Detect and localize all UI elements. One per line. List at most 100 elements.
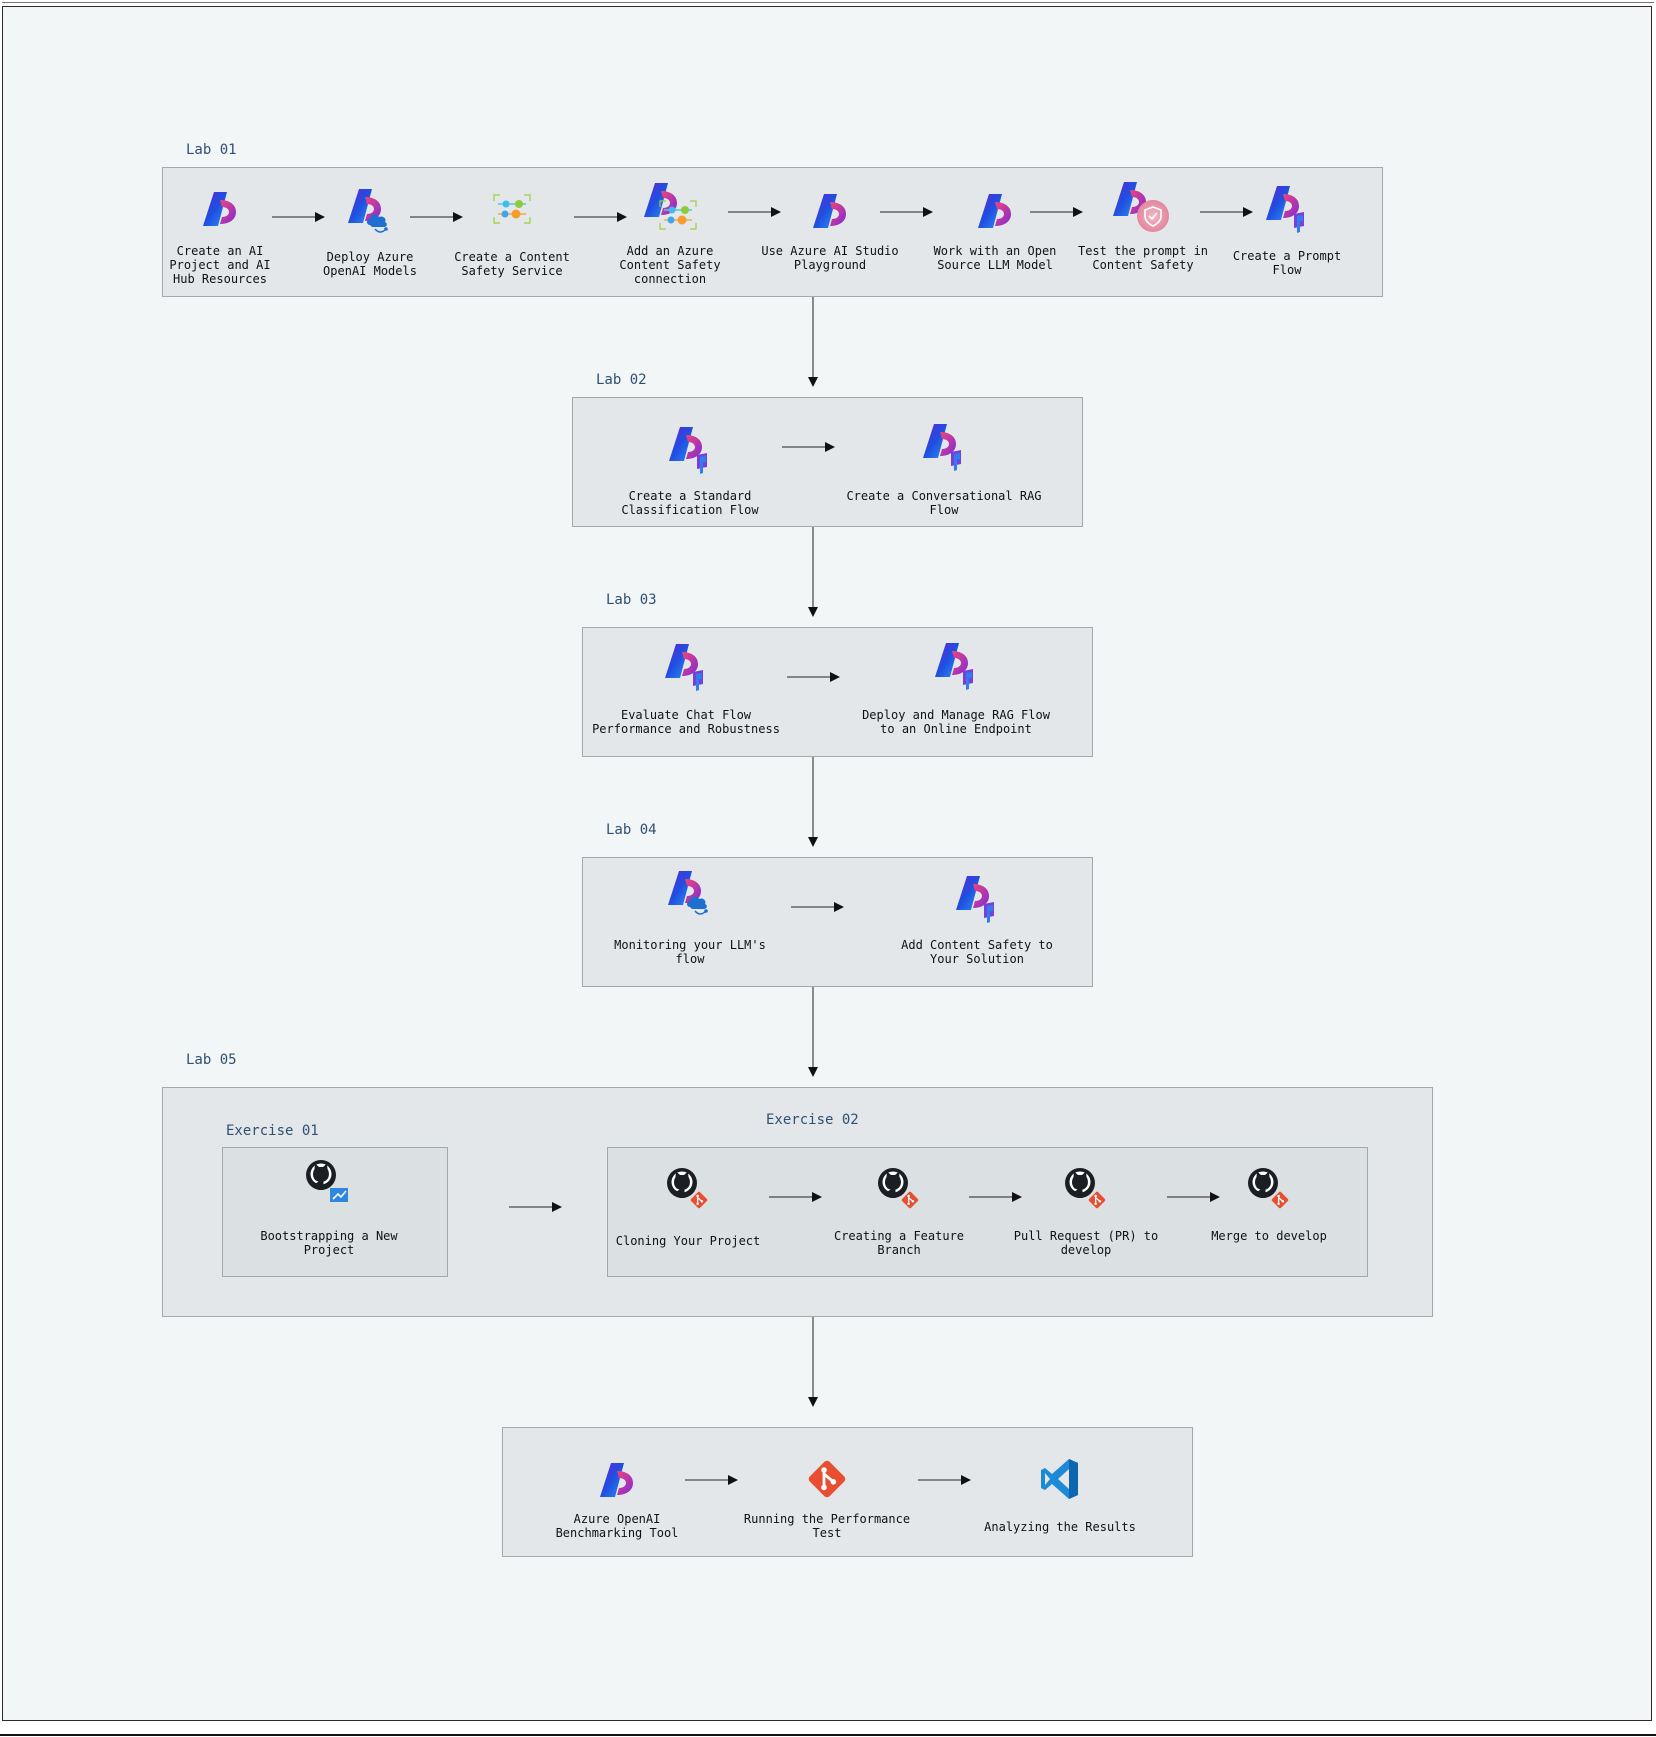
node-label-line: Flow bbox=[929, 503, 959, 517]
exercise02-node-label: Merge to develop bbox=[1211, 1229, 1327, 1243]
node-label-line: Create a Prompt bbox=[1232, 249, 1342, 263]
node-label-line: Deploy and Manage RAG Flow bbox=[862, 708, 1050, 722]
node-label-line: Analyzing the Results bbox=[984, 1520, 1136, 1534]
prompt-flow-icon bbox=[667, 427, 713, 483]
node-label-line: Performance and Robustness bbox=[592, 722, 780, 736]
vscode-icon bbox=[1039, 1457, 1081, 1505]
node-label-line: flow bbox=[675, 952, 705, 966]
node-label-line: Monitoring your LLM's bbox=[614, 938, 766, 952]
node-label-line: Running the Performance bbox=[743, 1512, 911, 1526]
exercise02-container bbox=[607, 1147, 1368, 1277]
exercise01-label: Exercise 01 bbox=[226, 1123, 319, 1139]
ai-studio-cloud-icon bbox=[346, 189, 394, 241]
node-label-line: Your Solution bbox=[930, 952, 1024, 966]
ai-studio-cloud-icon bbox=[666, 871, 714, 923]
node-label-line: Azure OpenAI bbox=[573, 1512, 661, 1526]
node-label-line: Merge to develop bbox=[1211, 1229, 1327, 1243]
node-label-line: Bootstrapping a New bbox=[260, 1229, 398, 1243]
node-label-line: Work with an Open bbox=[933, 244, 1057, 258]
lab01-label: Lab 01 bbox=[186, 142, 237, 158]
node-label-line: Create a Content bbox=[454, 250, 570, 264]
node-label-line: to an Online Endpoint bbox=[880, 722, 1032, 736]
node-label-line: Test bbox=[812, 1526, 842, 1540]
final-node-label: Analyzing the Results bbox=[984, 1520, 1136, 1534]
github-git-icon bbox=[876, 1166, 922, 1214]
node-label-line: Add Content Safety to bbox=[901, 938, 1053, 952]
node-label-line: Add an Azure bbox=[626, 244, 714, 258]
node-label-line: Classification Flow bbox=[621, 503, 759, 517]
node-label-line: Evaluate Chat Flow bbox=[620, 708, 752, 722]
prompt-flow-icon bbox=[1264, 186, 1310, 242]
ai-studio-shield-icon bbox=[1111, 182, 1175, 240]
prompt-flow-icon bbox=[921, 424, 967, 480]
lab02-label: Lab 02 bbox=[596, 372, 647, 388]
node-label-line: Project bbox=[303, 1243, 355, 1257]
ai-studio-icon bbox=[810, 191, 850, 235]
lab03-label: Lab 03 bbox=[606, 592, 657, 608]
node-label-line: develop bbox=[1060, 1243, 1112, 1257]
lab01-container bbox=[162, 167, 1383, 297]
node-label-line: Flow bbox=[1272, 263, 1302, 277]
ai-studio-icon bbox=[200, 189, 240, 233]
node-label-line: Content Safety bbox=[619, 258, 721, 272]
github-git-icon bbox=[1063, 1166, 1109, 1214]
github-pipelines-icon bbox=[304, 1158, 354, 1212]
exercise02-node-label: Cloning Your Project bbox=[616, 1234, 761, 1248]
node-label-line: Content Safety bbox=[1092, 258, 1194, 272]
node-label-line: Creating a Feature bbox=[833, 1229, 965, 1243]
node-label-line: Create a Conversational RAG bbox=[846, 489, 1042, 503]
frame-bottom-line bbox=[0, 1734, 1656, 1736]
exercise02-label: Exercise 02 bbox=[766, 1112, 859, 1128]
lab04-label: Lab 04 bbox=[606, 822, 657, 838]
node-label-line: Create an AI bbox=[176, 244, 264, 258]
git-icon bbox=[805, 1457, 849, 1505]
node-label-line: Source LLM Model bbox=[937, 258, 1053, 272]
node-label-line: Deploy Azure bbox=[326, 250, 414, 264]
node-label-line: Safety Service bbox=[461, 264, 563, 278]
prompt-flow-icon bbox=[954, 876, 1000, 932]
lab03-container bbox=[582, 627, 1093, 757]
node-label-line: Playground bbox=[793, 258, 867, 272]
ai-studio-icon bbox=[975, 191, 1015, 235]
lab02-container bbox=[572, 397, 1083, 527]
ai-studio-icon bbox=[597, 1460, 637, 1504]
frame-top-line bbox=[2, 2, 1654, 3]
node-label-line: Create a Standard bbox=[628, 489, 752, 503]
node-label-line: Use Azure AI Studio bbox=[761, 244, 899, 258]
node-label-line: OpenAI Models bbox=[323, 264, 417, 278]
node-label-line: Cloning Your Project bbox=[615, 1234, 761, 1248]
content-safety-icon bbox=[492, 193, 532, 231]
github-git-icon bbox=[1246, 1166, 1292, 1214]
node-label-line: Hub Resources bbox=[173, 272, 267, 286]
lab05-label: Lab 05 bbox=[186, 1052, 237, 1068]
exercise01-container bbox=[222, 1147, 448, 1277]
node-label-line: Pull Request (PR) to bbox=[1013, 1229, 1159, 1243]
github-git-icon bbox=[665, 1166, 711, 1214]
ai-studio-content-safety-icon bbox=[642, 183, 698, 235]
prompt-flow-icon bbox=[933, 643, 979, 699]
node-label-line: connection bbox=[633, 272, 707, 286]
node-label-line: Test the prompt in bbox=[1077, 244, 1209, 258]
lab04-container bbox=[582, 857, 1093, 987]
prompt-flow-icon bbox=[663, 644, 709, 700]
node-label-line: Branch bbox=[877, 1243, 921, 1257]
